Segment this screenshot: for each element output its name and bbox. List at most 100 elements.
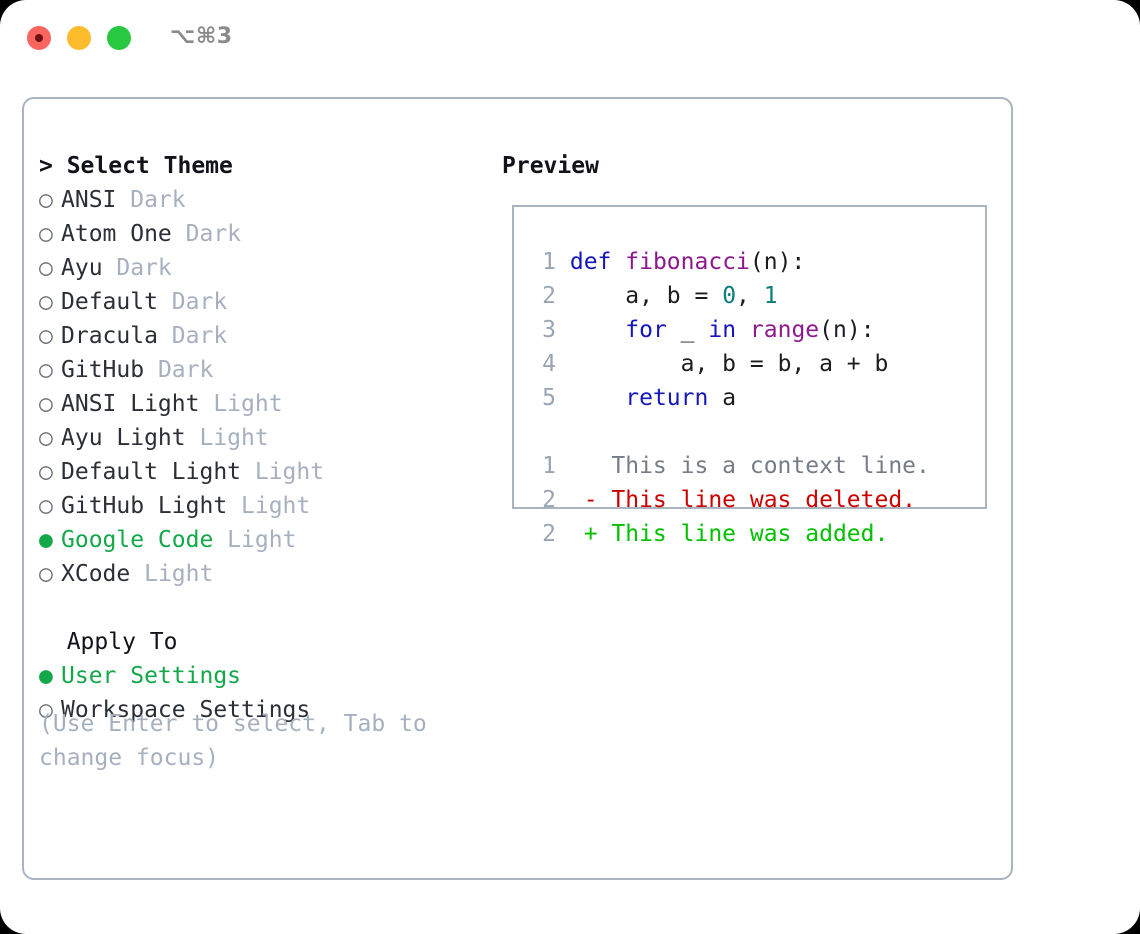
code-token: return [625,385,709,411]
gutter-space [556,385,570,411]
option-label: Ayu Light [61,425,186,451]
theme_section-option-github-light[interactable]: ○ GitHub Light Light [39,489,489,523]
apply-to-heading: Apply To [39,629,178,655]
radio-unselected-icon: ○ [39,221,67,247]
theme_section-option-default-light[interactable]: ○ Default Light Light [39,455,489,489]
theme_section-option-ansi[interactable]: ○ ANSI Dark [39,183,489,217]
option-label: Google Code [61,527,214,553]
theme-variant-tag: Dark [116,187,186,213]
theme_section-option-dracula[interactable]: ○ Dracula Dark [39,319,489,353]
theme-option-list: ○ ANSI Dark○ Atom One Dark○ Ayu Dark○ De… [39,183,489,591]
code-token: (n): [819,317,875,343]
radio-selected-icon: ● [39,663,67,689]
radio-unselected-icon: ○ [39,187,67,213]
preview-panel: Preview [502,149,992,183]
theme_section-option-github[interactable]: ○ GitHub Dark [39,353,489,387]
theme-variant-tag: Dark [171,221,242,247]
code-line: 4 a, b = b, a + b [530,347,930,381]
select-theme-heading: > Select Theme [39,153,233,179]
theme-variant-tag: Light [241,459,325,485]
code-token: _ [666,317,709,343]
code-token [570,317,625,343]
code-diff-separator [530,415,930,449]
diff-text: This line was deleted. [611,487,917,513]
maximize-button[interactable] [107,26,131,50]
code-token [736,317,750,343]
theme_section-option-google-code[interactable]: ● Google Code Light [39,523,489,557]
code-token: a, b = [569,283,723,309]
option-label: ANSI [61,187,117,213]
line-number: 3 [542,317,556,343]
radio-unselected-icon: ○ [39,561,67,587]
diff-text: This is a context line. [611,453,930,479]
code-token: a [708,385,737,411]
line-number: 2 [542,487,556,513]
code-token: def [569,249,612,275]
theme_section-option-ansi-light[interactable]: ○ ANSI Light Light [39,387,489,421]
theme-picker-panel: > Select Theme ○ ANSI Dark○ Atom One Dar… [39,149,489,727]
apply_section-option-user-settings[interactable]: ● User Settings [39,659,489,693]
option-label: GitHub Light [61,493,228,519]
option-label: Workspace Settings [61,697,311,723]
diff-marker: - [556,487,612,513]
line-number: 4 [542,351,556,377]
option-label: Default [61,289,158,315]
option-label: Dracula [61,323,158,349]
option-label: GitHub [61,357,145,383]
theme-variant-tag: Dark [157,289,228,315]
apply-option-list: ● User Settings○ Workspace Settings [39,659,489,727]
code-token [611,249,625,275]
code-token: for [625,317,667,343]
radio-unselected-icon: ○ [39,391,67,417]
theme-variant-tag: Light [199,391,283,417]
diff-marker [556,453,611,479]
diff-text: This line was added. [611,521,889,547]
code-token: , [736,283,764,309]
close-button[interactable] [27,26,51,50]
code-token [570,385,625,411]
theme-variant-tag: Light [227,493,311,519]
code-token: a, b = b, a + b [569,351,889,377]
option-label: User Settings [61,663,242,689]
gutter-space [556,351,570,377]
theme-variant-tag: Dark [157,323,228,349]
radio-unselected-icon: ○ [39,459,67,485]
code-token: 0 [722,283,737,309]
option-label: ANSI Light [61,391,200,417]
code-token: in [708,317,737,343]
radio-unselected-icon: ○ [39,697,67,723]
code-line: 2 a, b = 0, 1 [530,279,930,313]
line-number: 1 [542,249,556,275]
radio-unselected-icon: ○ [39,323,67,349]
radio-selected-icon: ● [39,527,67,553]
preview-heading: Preview [502,153,599,179]
gutter-space [556,249,570,275]
theme_section-option-atom-one[interactable]: ○ Atom One Dark [39,217,489,251]
theme-variant-tag: Light [213,527,297,553]
radio-unselected-icon: ○ [39,289,67,315]
apply_section-option-workspace-settings[interactable]: ○ Workspace Settings [39,693,489,727]
code-line: 1 def fibonacci(n): [530,245,930,279]
diff-marker: + [556,521,612,547]
radio-unselected-icon: ○ [39,255,67,281]
code-token: fibonacci [625,249,750,275]
theme_section-option-xcode[interactable]: ○ XCode Light [39,557,489,591]
radio-unselected-icon: ○ [39,493,67,519]
theme_section-option-ayu-light[interactable]: ○ Ayu Light Light [39,421,489,455]
code-line: 3 for _ in range(n): [530,313,930,347]
diff-line: 2 + This line was added. [530,517,930,551]
keyboard-shortcut-label: ⌥⌘3 [170,24,233,49]
theme-variant-tag: Dark [102,255,172,281]
option-label: XCode [61,561,131,587]
radio-unselected-icon: ○ [39,425,67,451]
code-token: 1 [763,283,778,309]
theme-variant-tag: Dark [144,357,214,383]
theme-variant-tag: Light [130,561,214,587]
theme_section-option-ayu[interactable]: ○ Ayu Dark [39,251,489,285]
content-frame: > Select Theme ○ ANSI Dark○ Atom One Dar… [22,97,1013,880]
minimize-button[interactable] [67,26,91,50]
option-label: Default Light [61,459,242,485]
theme_section-option-default[interactable]: ○ Default Dark [39,285,489,319]
